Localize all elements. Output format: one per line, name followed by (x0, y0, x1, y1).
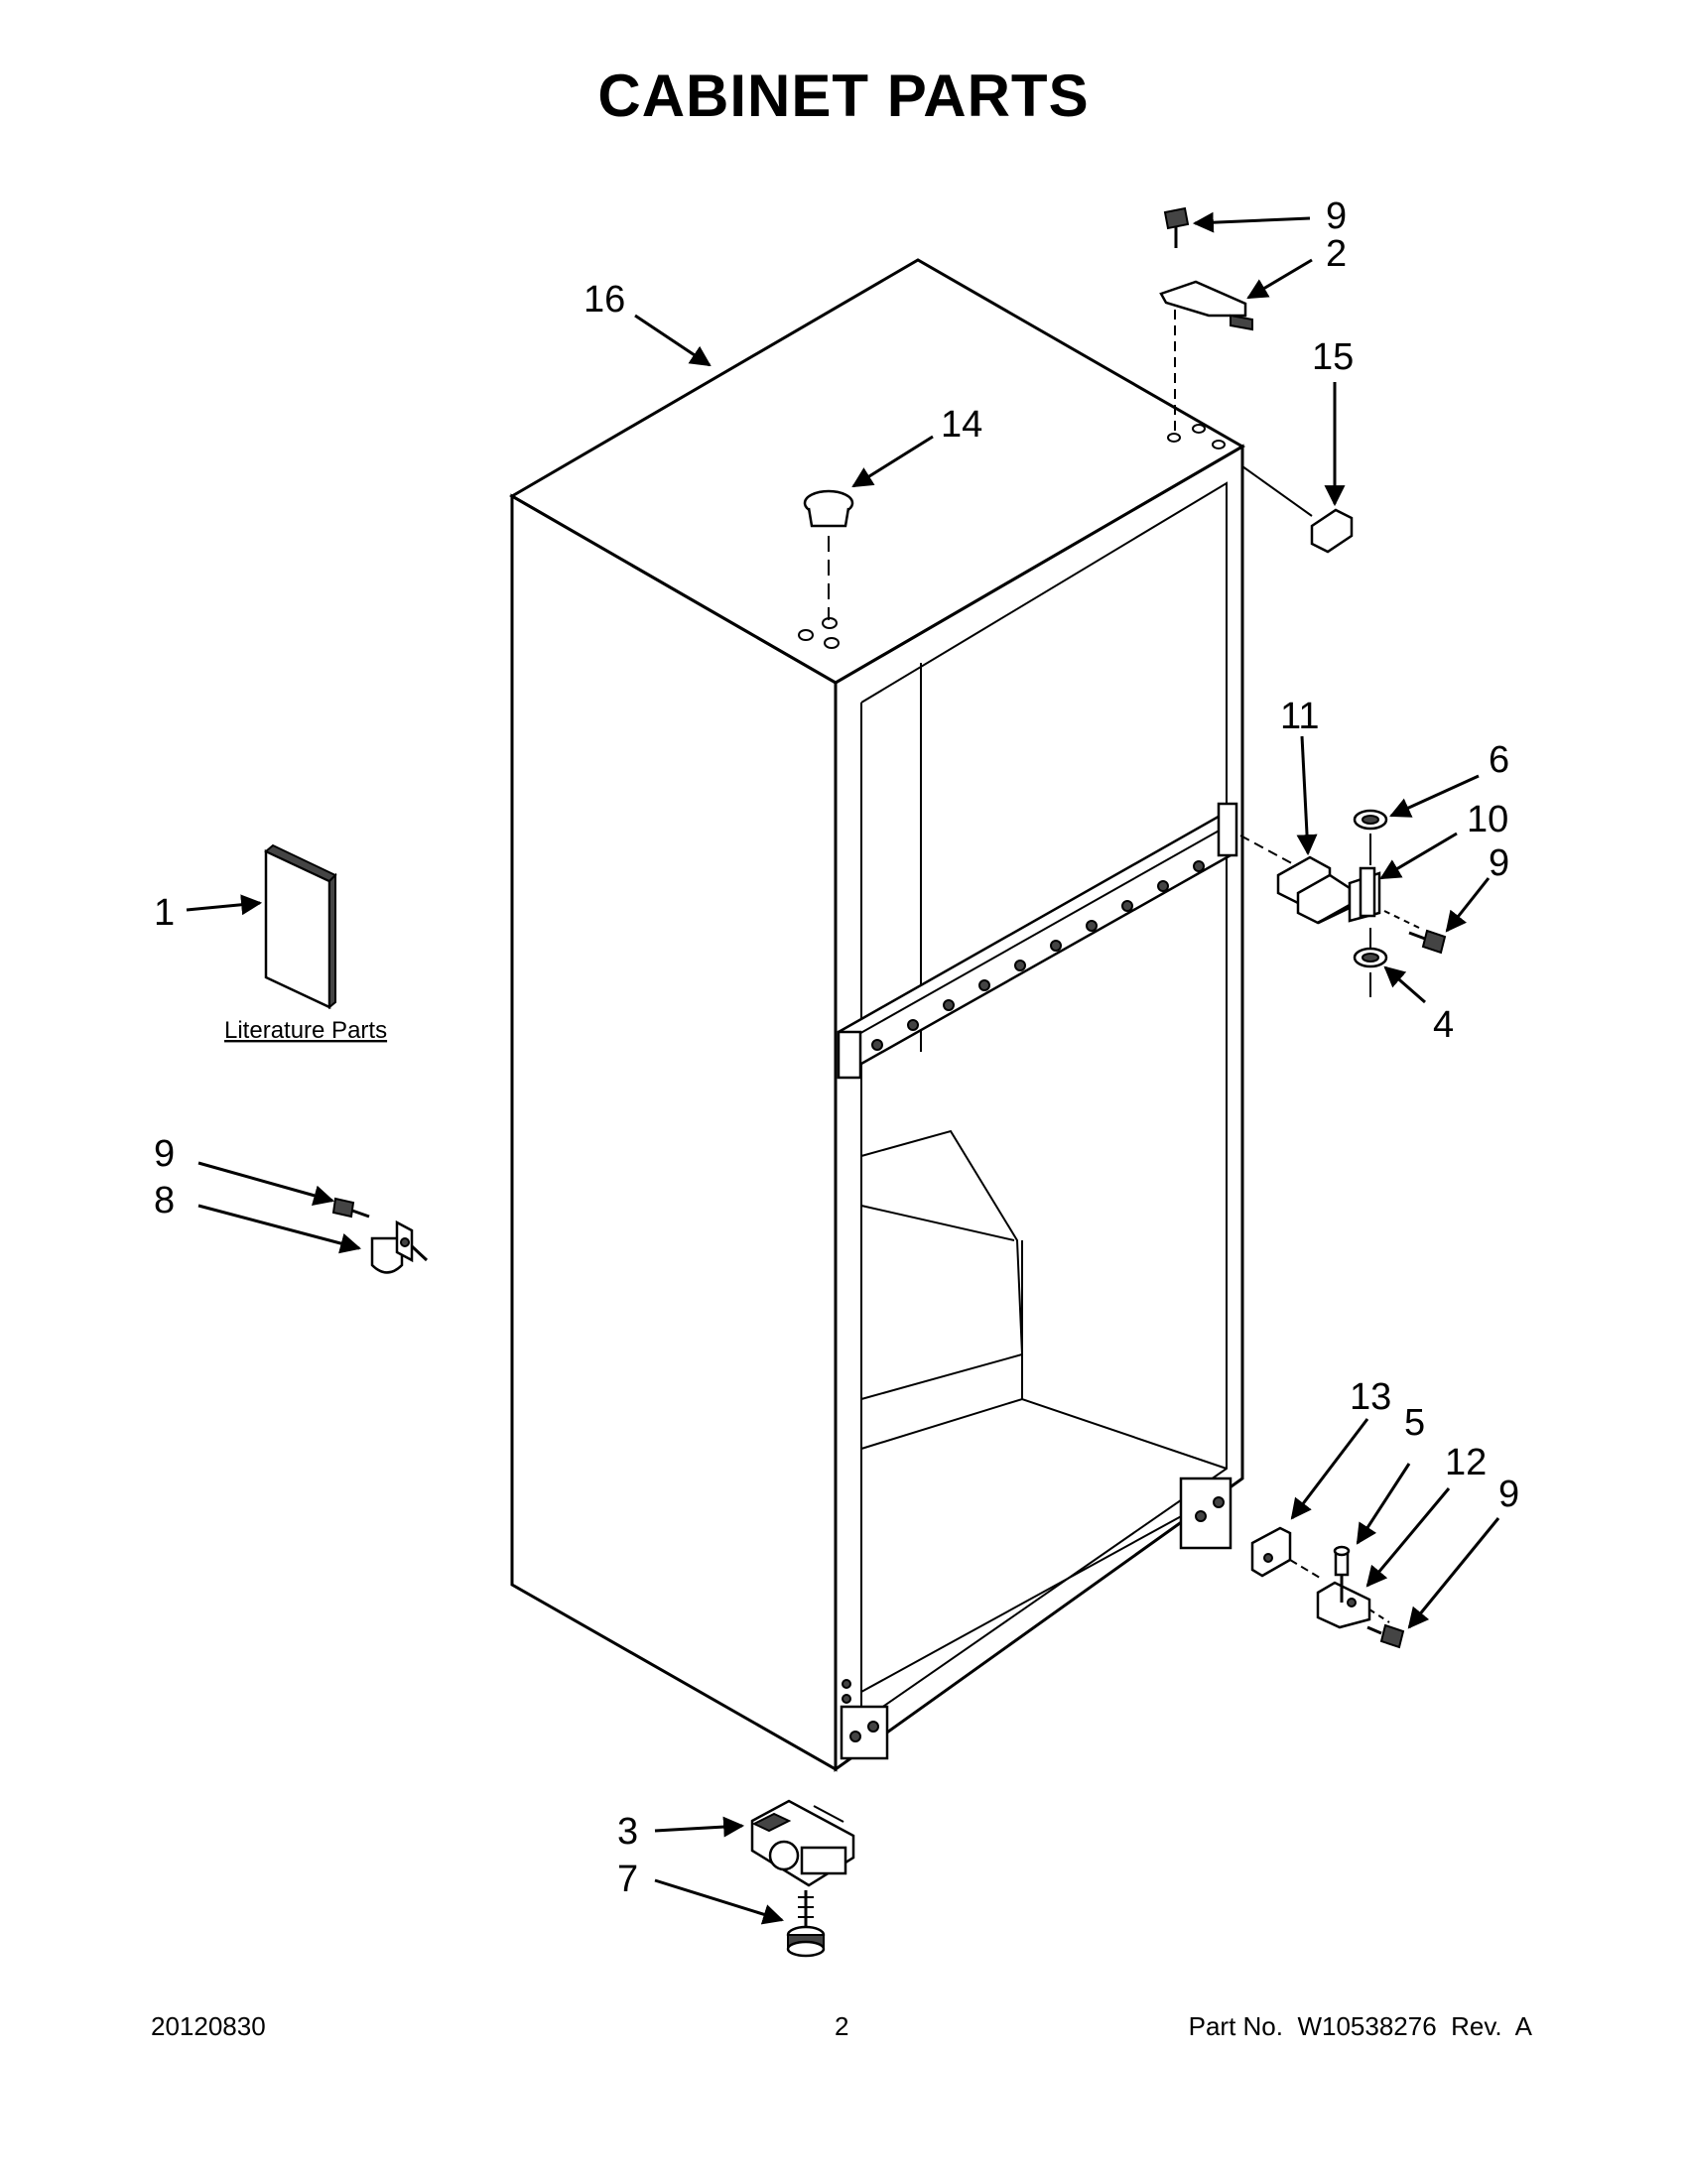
callout-9-center: 9 (1489, 842, 1509, 884)
footer-date: 20120830 (151, 2011, 266, 2041)
callout-8: 8 (154, 1180, 175, 1221)
top-hinge (1159, 280, 1253, 433)
hinge-cover (1241, 465, 1354, 554)
bottom-hinge-group (1250, 1526, 1390, 1629)
callout-15: 15 (1312, 336, 1354, 378)
cabinet (509, 258, 1245, 1772)
callout-6: 6 (1489, 739, 1509, 781)
callout-9-bottom: 9 (1498, 1474, 1519, 1515)
center-hinge-screw (1408, 929, 1447, 955)
page-title: CABINET PARTS (597, 63, 1090, 129)
callout-9-left: 9 (154, 1133, 175, 1175)
callout-2: 2 (1326, 233, 1347, 275)
plug-button (803, 489, 854, 620)
callout-5: 5 (1404, 1402, 1425, 1444)
footer-page-number: 2 (835, 2011, 849, 2041)
leveling-leg (786, 1890, 826, 1958)
hinge-screw-top (1163, 206, 1190, 248)
roller-assembly (750, 1799, 855, 1887)
callout-1: 1 (154, 892, 175, 934)
callout-7: 7 (617, 1859, 638, 1900)
bottom-hinge-screw (1366, 1623, 1405, 1649)
center-hinge-group (1239, 809, 1420, 997)
screw-left (331, 1197, 370, 1219)
leader-arrows (186, 211, 1500, 1925)
footer-part-number: Part No. W10538276 Rev. A (1188, 2011, 1532, 2041)
callout-14: 14 (941, 404, 982, 446)
literature-parts-label: Literature Parts (224, 1017, 387, 1044)
callout-4: 4 (1433, 1004, 1454, 1046)
callout-16: 16 (584, 279, 625, 321)
callout-9: 9 (1326, 195, 1347, 237)
callout-13: 13 (1350, 1376, 1391, 1418)
callout-3: 3 (617, 1811, 638, 1853)
callout-12: 12 (1445, 1442, 1487, 1483)
callout-11: 11 (1280, 696, 1319, 737)
bracket-left (370, 1220, 429, 1274)
literature-parts-booklet (264, 843, 337, 1010)
callout-10: 10 (1467, 799, 1508, 840)
